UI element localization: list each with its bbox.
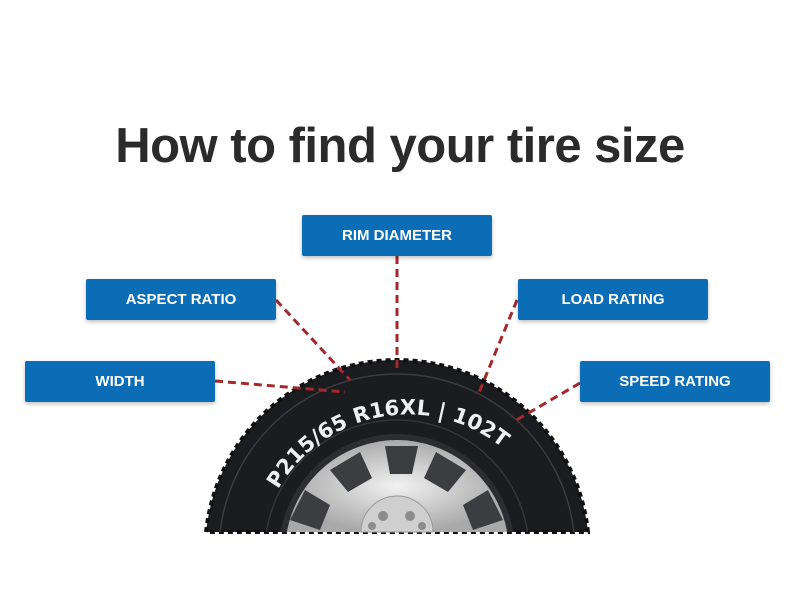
label-width: WIDTH: [25, 361, 215, 402]
page-title: How to find your tire size: [115, 119, 685, 173]
lug-nuts: [368, 511, 426, 530]
wheel-hub: [360, 495, 434, 533]
tire-groove: [219, 373, 575, 533]
label-load-rating: LOAD RATING: [518, 279, 708, 320]
label-rim-diameter: RIM DIAMETER: [302, 215, 492, 256]
tire-inner-groove: [265, 419, 529, 533]
label-speed-rating: SPEED RATING: [580, 361, 770, 402]
leader-lines: [214, 256, 581, 424]
label-aspect-ratio: ASPECT RATIO: [86, 279, 276, 320]
rim-spoke-gaps: [290, 446, 503, 530]
